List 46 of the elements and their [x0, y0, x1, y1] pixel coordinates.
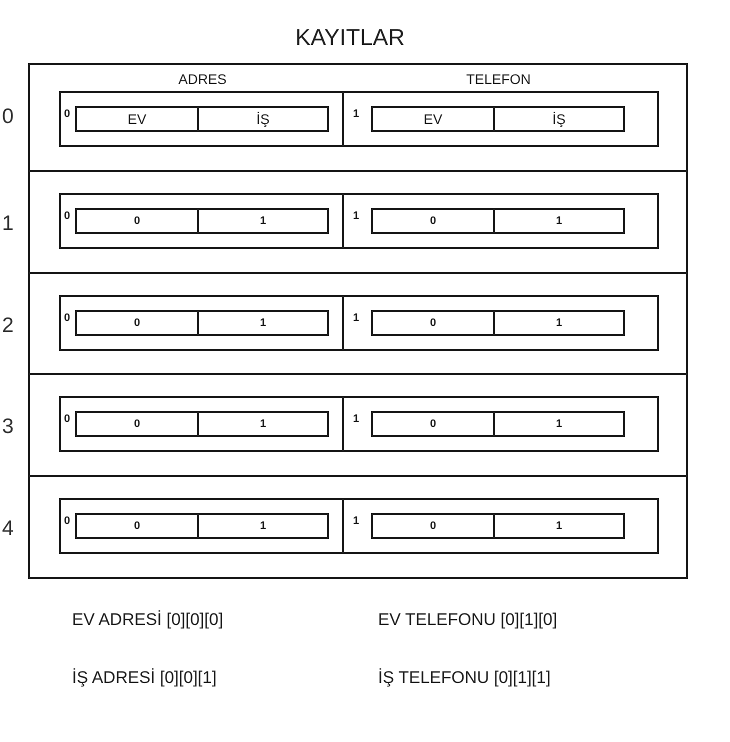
array-cell: 0: [75, 411, 199, 438]
array-cell: EV: [75, 106, 199, 132]
array-cell: 1: [495, 411, 625, 438]
array-cell: 1: [495, 513, 625, 540]
array-cell: 0: [371, 411, 495, 438]
field-index: 1: [353, 312, 360, 324]
row-index: 0: [2, 105, 14, 129]
field-index: 1: [353, 413, 360, 426]
field-index: 0: [64, 515, 70, 528]
record-box: [59, 294, 659, 351]
array-cell: 1: [495, 208, 625, 234]
diagram-title: KAYITLAR: [294, 24, 406, 51]
field-heading: ADRES: [177, 71, 228, 87]
record-box: [59, 498, 659, 554]
row-index: 4: [2, 517, 14, 542]
array-cell: 0: [371, 310, 495, 336]
array-cell: 0: [75, 208, 199, 234]
array-cell: 1: [199, 208, 329, 234]
record-box: [59, 396, 659, 452]
field-index: 0: [64, 312, 70, 324]
field-index: 0: [64, 108, 70, 120]
index-note: EV ADRESİ [0][0][0]: [72, 610, 224, 630]
index-note: İŞ TELEFONU [0][1][1]: [378, 668, 552, 688]
array-cell: İŞ: [199, 106, 329, 132]
array-cell: 0: [371, 513, 495, 540]
record-box: [59, 192, 659, 249]
array-cell: 0: [75, 310, 199, 336]
field-heading: TELEFON: [465, 71, 532, 87]
array-cell: 1: [199, 513, 329, 540]
row-index: 1: [2, 212, 14, 236]
field-index: 1: [353, 108, 360, 120]
row-index: 3: [2, 415, 14, 440]
array-cell: İŞ: [495, 106, 625, 132]
array-cell: EV: [371, 106, 495, 132]
field-index: 0: [64, 413, 70, 426]
index-note: EV TELEFONU [0][1][0]: [378, 610, 558, 630]
array-cell: 0: [75, 513, 199, 540]
array-cell: 0: [371, 208, 495, 234]
array-cell: 1: [199, 310, 329, 336]
array-cell: 1: [199, 411, 329, 438]
array-cell: 1: [495, 310, 625, 336]
index-note: İŞ ADRESİ [0][0][1]: [72, 668, 218, 688]
field-index: 0: [64, 210, 70, 222]
field-index: 1: [353, 210, 360, 222]
field-index: 1: [353, 515, 360, 528]
row-index: 2: [2, 314, 14, 338]
